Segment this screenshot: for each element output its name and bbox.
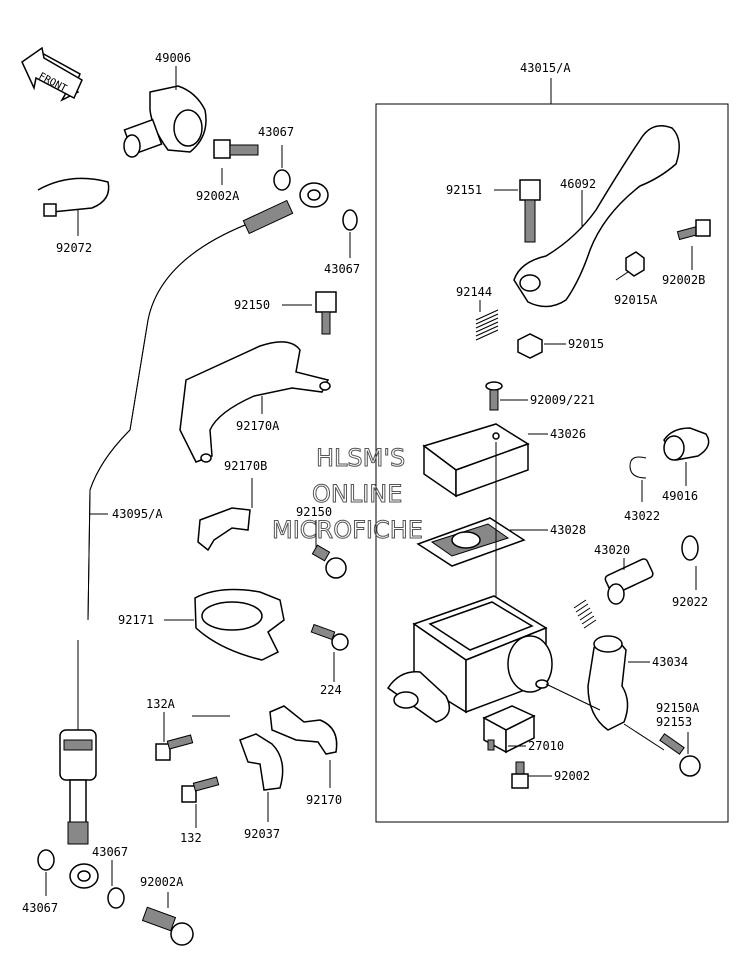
label-43067-b: 43067 [324,262,360,276]
label-43022: 43022 [624,509,660,523]
part-92022-washer [681,535,699,561]
part-92002A-bottom [141,906,194,946]
label-92150-mid: 92150 [296,505,332,519]
label-92171: 92171 [118,613,154,627]
label-46092: 46092 [560,177,596,191]
label-132A: 132A [146,697,176,711]
part-92144-spring [475,309,499,341]
label-92170A: 92170A [236,419,280,433]
part-43067-washer-4 [107,887,125,909]
label-43015A: 43015/A [520,61,571,75]
part-92002A-top [213,139,259,159]
label-92170B: 92170B [224,459,267,473]
label-43095A: 43095/A [112,507,163,521]
label-43020: 43020 [594,543,630,557]
part-92153-bolt [659,733,701,777]
part-43034-clamp [587,635,629,731]
label-43026: 43026 [550,427,586,441]
part-92170-clamp [269,705,338,755]
part-132A-bolt [155,734,194,761]
part-43067-washer-3 [37,849,55,871]
part-92002-screw [511,761,529,789]
label-92002B: 92002B [662,273,705,287]
part-132-bolt [181,776,220,803]
label-43067-d: 43067 [22,901,58,915]
part-43020-piston [573,558,654,629]
part-46092-lever [513,125,680,308]
label-224: 224 [320,683,342,697]
label-92009: 92009/221 [530,393,595,407]
part-92015A-nut [625,251,645,277]
label-132: 132 [180,831,202,845]
part-92009-screw [485,381,503,411]
label-92170: 92170 [306,793,342,807]
label-43067-c: 43067 [92,845,128,859]
label-49016: 49016 [662,489,698,503]
part-43026-cap [422,423,530,498]
watermark-line-2: ONLINE [312,480,402,508]
assembly-box [375,103,729,823]
part-92151-bolt [519,179,541,243]
label-92037: 92037 [244,827,280,841]
label-92151: 92151 [446,183,482,197]
label-43067-a: 43067 [258,125,294,139]
watermark: HLSM'S ONLINE MICROFICHE [272,444,424,545]
label-92002: 92002 [554,769,590,783]
label-43034: 43034 [652,655,688,669]
label-92150A: 92150A [656,701,700,715]
part-92170A-clamp [179,341,331,463]
part-43067-washer-1 [273,169,291,191]
part-92170B [197,507,251,552]
label-92022: 92022 [672,595,708,609]
part-43022-circlip [629,456,647,479]
part-43028-diaphragm [416,517,526,567]
part-92015-nut [517,333,543,359]
watermark-line-3: MICROFICHE [272,516,423,544]
part-master-cylinder [386,595,553,723]
label-27010: 27010 [528,739,564,753]
part-92150-mid [311,544,347,579]
label-92150-top: 92150 [234,298,270,312]
label-43028: 43028 [550,523,586,537]
part-92072-strap [37,177,110,217]
part-92002B-bolt [676,219,711,241]
label-92015A: 92015A [614,293,658,307]
part-224-bolt [310,623,349,651]
label-92002A-bottom: 92002A [140,875,184,889]
part-49006 [123,85,207,158]
label-92144: 92144 [456,285,492,299]
label-92015: 92015 [568,337,604,351]
part-27010-switch [482,705,536,754]
part-92171-clamp [194,588,285,661]
label-92153: 92153 [656,715,692,729]
label-92072: 92072 [56,241,92,255]
part-43067-washer-2 [342,209,358,231]
label-92002A-top: 92002A [196,189,240,203]
watermark-line-1: HLSM'S [316,444,405,472]
part-92037 [239,733,284,791]
part-43095A-hose [59,182,329,889]
part-92150-top [315,291,337,335]
label-49006: 49006 [155,51,191,65]
part-49016-boot [663,427,710,461]
front-arrow-icon: FRONT [21,46,83,102]
